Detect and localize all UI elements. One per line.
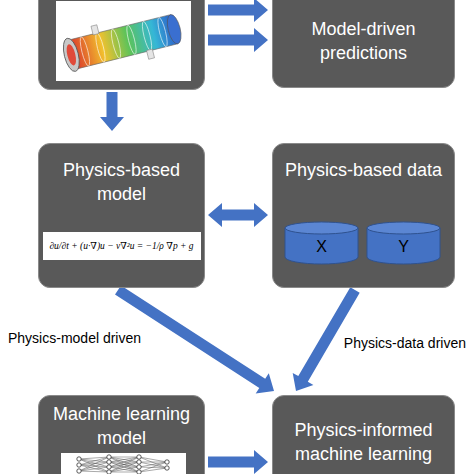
box-title: Physics-based model [47,158,196,206]
block-arrow [208,0,268,22]
block-arrow [208,450,268,474]
box-title: Machine learning model [47,402,196,450]
process-box: Physics-informed machine learning [272,395,455,474]
process-box: Model-driven predictions [272,0,455,88]
process-box: Physics-based dataX Y [272,143,455,288]
neural-network-picture [61,453,186,474]
database-cylinder: X [284,221,359,265]
box-title: Model-driven predictions [281,17,446,65]
process-box [38,0,205,90]
block-arrow [208,28,268,52]
heat-exchanger-picture [56,1,191,81]
block-arrow [100,92,124,131]
data-label: X [316,238,327,256]
edge-label: Physics-model driven [6,330,143,347]
box-title: Physics-based data [285,158,442,182]
database-cylinder: Y [366,221,441,265]
block-arrow [208,203,268,227]
equation: ∂u/∂t + (u·∇)u − ν∇²u = −1/ρ ∇p + g [43,232,201,260]
edge-label: Physics-data driven [342,335,468,352]
process-box: Machine learning model [38,395,205,474]
process-box: Physics-based model ∂u/∂t + (u·∇)u − ν∇²u… [38,143,205,288]
data-label: Y [398,238,409,256]
box-title: Physics-informed machine learning [281,418,446,466]
